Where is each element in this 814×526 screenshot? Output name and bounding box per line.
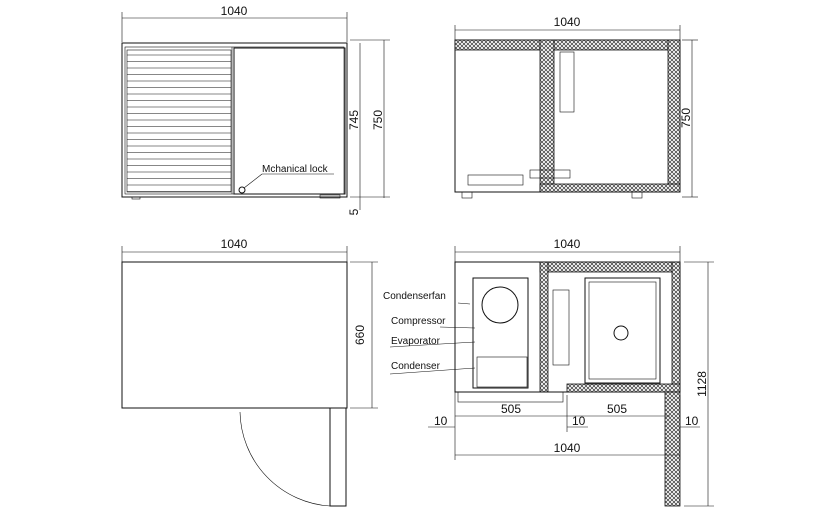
label-compressor: Compressor [391,316,446,327]
top-width-dim: 1040 [221,237,248,251]
top-depth-dim: 660 [353,325,367,345]
label-condenser: Condenser [391,361,441,372]
label-evaporator: Evaporator [391,336,441,347]
gap-left-dim: 10 [434,414,448,428]
right-section-dim: 505 [607,402,627,416]
top-view: 1040 660 [121,237,378,507]
lock-label: Mchanical lock [262,164,329,175]
front-height-dim: 750 [371,110,385,130]
gap-mid-dim: 10 [572,414,586,428]
inner-height-dim: 745 [347,110,361,130]
plan-bottom-width-dim: 1040 [554,441,581,455]
depth-with-door-dim: 1128 [695,371,709,397]
front-view: 1040 Mchanical lock 745 750 5 [121,4,390,215]
front-width-dim: 1040 [221,4,248,18]
gap-right-dim: 10 [685,414,699,428]
section-view: 1040 750 [454,15,698,199]
label-condenserfan: Condenserfan [383,291,446,302]
lock-icon [238,186,246,194]
louvered-panel [127,54,231,192]
left-section-dim: 505 [501,402,521,416]
section-width-dim: 1040 [554,15,581,29]
section-height-dim: 750 [679,108,693,128]
foot-dim: 5 [347,208,361,215]
plan-view: 1040 Condenserfan Compressor Evaporator … [383,237,714,507]
plan-width-dim: 1040 [554,237,581,251]
